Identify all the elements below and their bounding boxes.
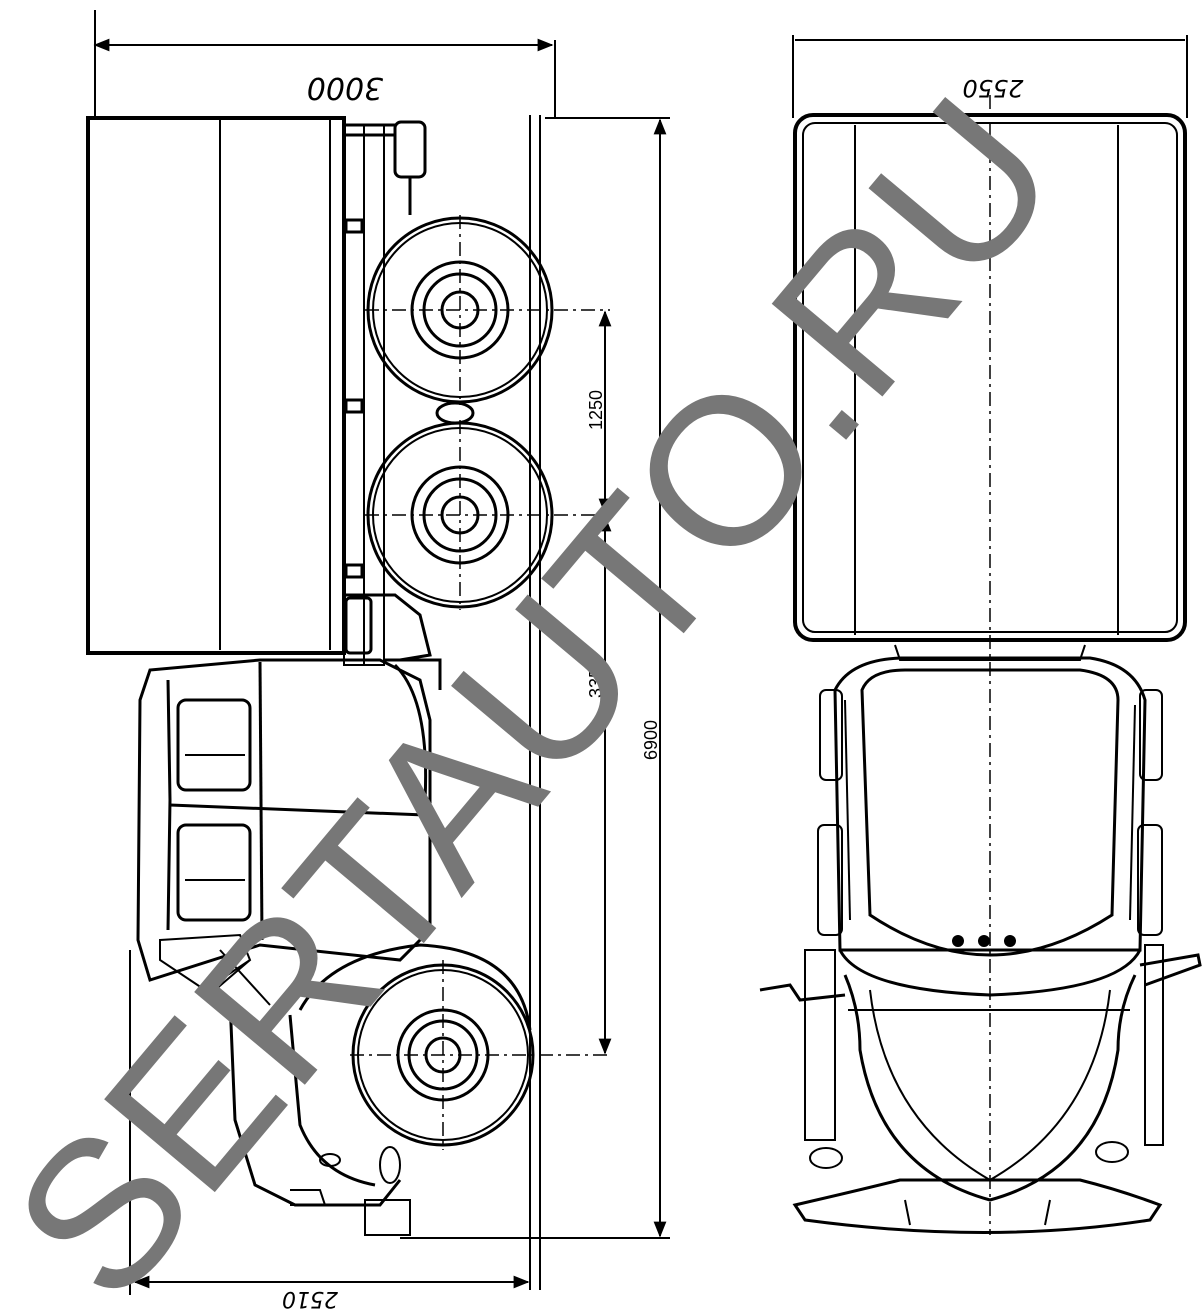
dim-3000-text: 3000 <box>307 70 383 105</box>
bogie-link <box>435 401 475 425</box>
front-lights <box>952 935 1016 947</box>
front-bumper <box>792 1141 1163 1234</box>
center-lines <box>350 215 610 1150</box>
dim-2510-text: 2510 <box>282 1286 338 1311</box>
front-structure <box>228 943 532 1236</box>
front-mirrors <box>759 944 1202 1146</box>
cab <box>136 658 432 1006</box>
dim-3350-text: 3350 <box>586 658 606 698</box>
side-dimensions <box>93 10 670 1295</box>
side-view <box>86 115 610 1290</box>
dim-2550-text: 2550 <box>962 74 1023 102</box>
front-cab <box>817 644 1163 957</box>
watermark-text: SERTAUTO.RU <box>0 55 1101 1314</box>
cargo-body <box>86 116 346 655</box>
dim-6900-text: 6900 <box>641 720 661 760</box>
dim-1250-text: 1250 <box>586 390 606 430</box>
front-view <box>759 95 1202 1235</box>
chassis-frame <box>343 120 442 690</box>
front-dimensions <box>792 35 1188 118</box>
